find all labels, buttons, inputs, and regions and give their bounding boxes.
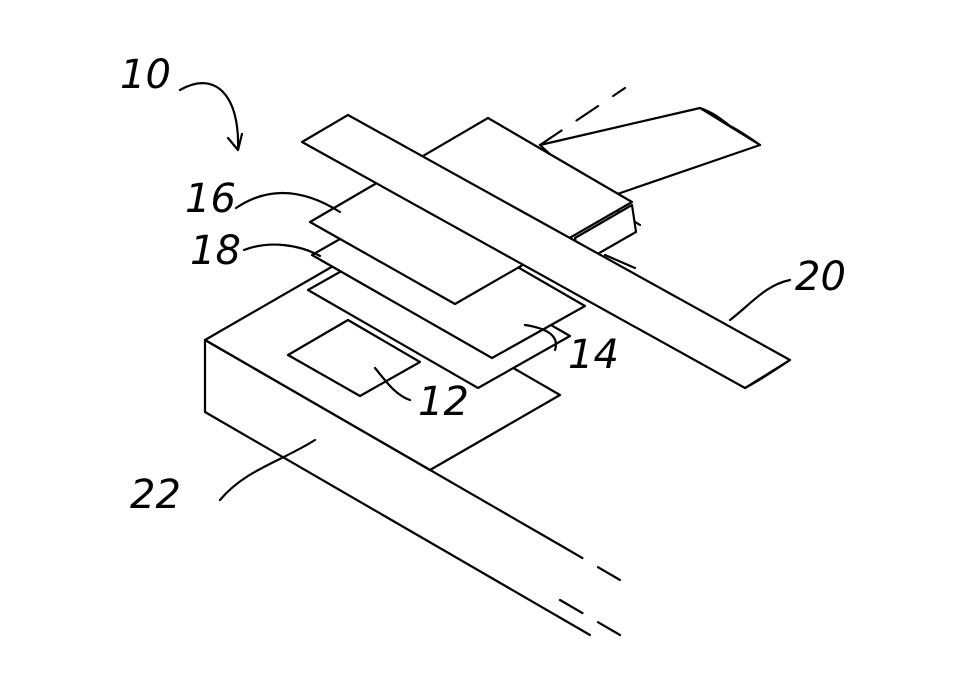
label-12: 12: [418, 379, 469, 425]
label-14: 14: [568, 332, 619, 378]
label-10: 10: [120, 52, 171, 98]
leader-20: [730, 280, 790, 320]
arrowhead-10: [228, 134, 242, 150]
label-18: 18: [190, 228, 241, 274]
label-16: 16: [185, 176, 236, 222]
leader-18: [244, 245, 320, 256]
label-20: 20: [795, 254, 846, 300]
label-22: 22: [130, 472, 181, 518]
leader-16: [236, 193, 340, 212]
